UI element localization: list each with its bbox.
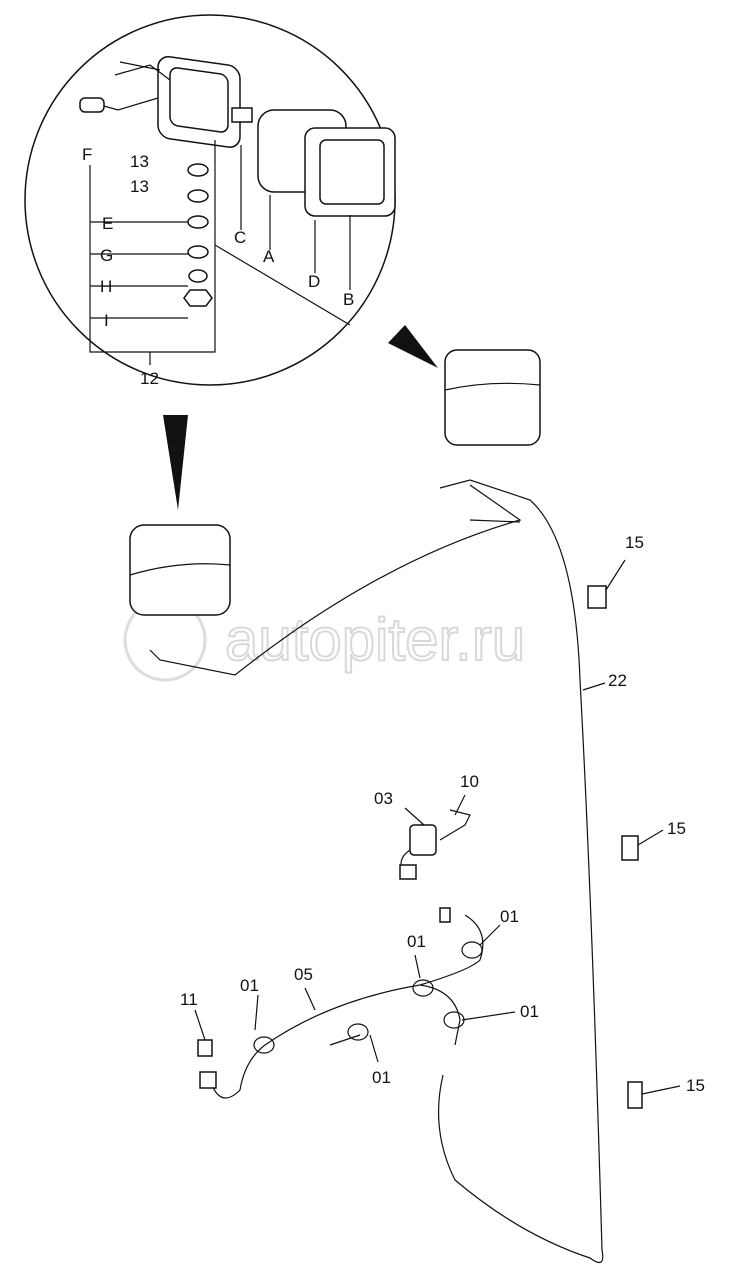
label-12: 12 <box>140 369 159 388</box>
label-05: 05 <box>294 965 313 984</box>
label-A: A <box>263 247 275 266</box>
pointer-left <box>163 415 188 510</box>
brackets-15 <box>582 559 681 1109</box>
watermark: autopiter.ru <box>123 598 526 682</box>
label-10: 10 <box>460 772 479 791</box>
label-I: I <box>104 311 109 330</box>
label-22: 22 <box>608 671 627 690</box>
watermark-text: autopiter.ru <box>225 606 525 673</box>
label-01-d: 01 <box>520 1002 539 1021</box>
label-01-a: 01 <box>500 907 519 926</box>
label-13b: 13 <box>130 177 149 196</box>
leader-lines <box>89 140 351 365</box>
label-01-e: 01 <box>372 1068 391 1087</box>
lamp-exploded <box>79 56 396 217</box>
label-C: C <box>234 228 246 247</box>
washers <box>183 163 213 307</box>
label-D: D <box>308 272 320 291</box>
label-11: 11 <box>180 990 198 1009</box>
label-B: B <box>343 290 354 309</box>
label-F: F <box>82 145 92 164</box>
harness-22 <box>149 479 604 1264</box>
label-E: E <box>102 214 113 233</box>
label-03: 03 <box>374 789 393 808</box>
lamp-left <box>129 524 231 616</box>
label-01-c: 01 <box>240 976 259 995</box>
label-01-b: 01 <box>407 932 426 951</box>
label-13a: 13 <box>130 152 149 171</box>
label-15-mid: 15 <box>667 819 686 838</box>
harness-05 <box>194 794 516 1099</box>
pointer-right <box>388 325 438 368</box>
label-H: H <box>100 277 112 296</box>
label-G: G <box>100 246 113 265</box>
label-15-top: 15 <box>625 533 644 552</box>
label-15-bottom: 15 <box>686 1076 705 1095</box>
lamp-right <box>444 349 541 446</box>
